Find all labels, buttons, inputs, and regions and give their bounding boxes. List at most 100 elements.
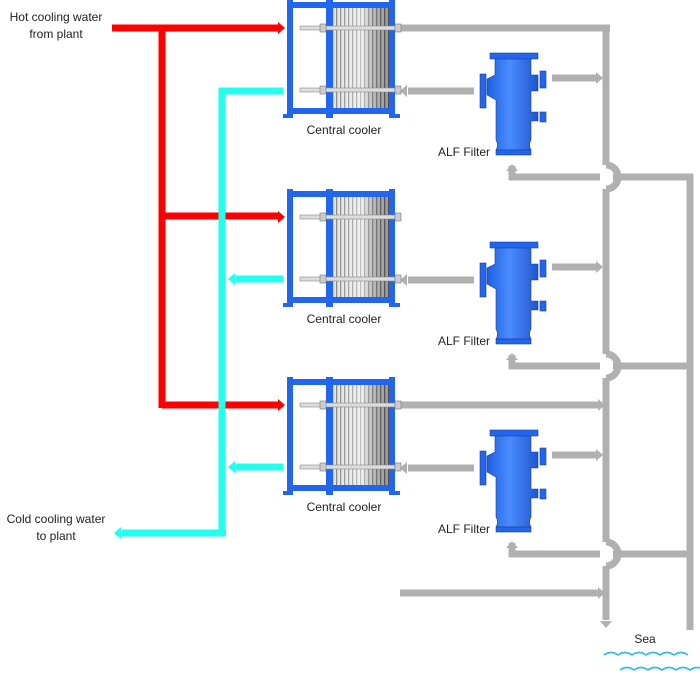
cooler-frame-left — [287, 189, 293, 307]
cooler-frame-right — [389, 189, 395, 307]
filter-outlet-pipe — [552, 74, 596, 82]
filter-body — [486, 246, 539, 340]
rod-nut — [319, 212, 327, 222]
sea-water-discharge-pipe — [602, 25, 610, 165]
hot-water-arrow — [278, 399, 285, 411]
cold-water-pipe — [219, 87, 283, 95]
plate-shading — [333, 385, 391, 489]
filter-inlet-flange — [539, 70, 547, 89]
sea-water-arrow — [400, 274, 407, 286]
cooler-frame-right — [389, 0, 395, 118]
cooler-bottom-bar — [293, 108, 395, 114]
filter-inlet-pipe — [508, 543, 516, 557]
rod-nut — [319, 462, 327, 472]
filter-body — [486, 434, 539, 528]
sea-water-supply-branch — [613, 362, 693, 370]
filter-bottom-flange — [495, 526, 532, 533]
filter-inlet-pipe — [508, 355, 516, 369]
cold-water-arrow — [228, 461, 235, 473]
filter-top-flange — [489, 241, 539, 249]
sea-water-supply-branch — [509, 362, 600, 370]
filter-bottom-flange — [495, 338, 532, 345]
cooler-tie-rod — [299, 276, 396, 282]
cooler-tie-rod — [299, 214, 396, 220]
cold-water-return-pipe — [236, 275, 283, 283]
plate-shading — [333, 197, 391, 301]
sea-water-arrow — [596, 72, 603, 84]
sea-water-discharge-pipe — [602, 566, 610, 620]
central-cooler — [283, 0, 402, 118]
cold-water-label-line2: to plant — [36, 529, 76, 543]
cooler-label: Central cooler — [307, 123, 382, 137]
cooler-label: Central cooler — [307, 500, 382, 514]
cooler-bottom-bar — [293, 297, 395, 303]
cooler-pressure-plate — [326, 0, 333, 118]
sea-water-supply-branch — [613, 173, 693, 181]
filter-label: ALF Filter — [438, 522, 490, 536]
cooler-frame-left — [287, 377, 293, 495]
sea-water-supply-branch — [613, 550, 693, 558]
filter-drain-flange — [539, 111, 547, 123]
sea-water-arrow — [598, 399, 605, 411]
filter-drain-flange — [539, 300, 547, 312]
hot-water-arrow — [278, 211, 285, 223]
filter-to-cooler-pipe — [408, 464, 474, 472]
sea-water-arrow — [598, 587, 605, 599]
rod-nut — [319, 400, 327, 410]
cooler-top-bar — [293, 379, 395, 385]
cooler-tie-rod — [299, 464, 396, 470]
sea-water-outlet-pipe — [400, 24, 610, 32]
sea-water-supply-pipe — [686, 174, 694, 630]
sea-water-arrow — [596, 261, 603, 273]
cold-water-label-line1: Cold cooling water — [7, 512, 106, 526]
cooler-port — [394, 400, 402, 410]
hot-water-label-line1: Hot cooling water — [10, 10, 103, 24]
filter-outlet-pipe — [552, 263, 596, 271]
sea-water-arrow — [400, 462, 407, 474]
sea-label: Sea — [634, 632, 656, 646]
sea-wave-icon — [603, 651, 689, 656]
rod-nut — [319, 274, 327, 284]
cold-water-header-pipe — [218, 88, 226, 536]
cooler-port — [394, 462, 402, 472]
filter-outlet-flange — [479, 73, 487, 109]
hot-water-label-line2: from plant — [29, 27, 83, 41]
sea-water-supply-branch — [509, 173, 600, 181]
sea-water-supply-branch — [509, 550, 600, 558]
filter-label: ALF Filter — [438, 334, 490, 348]
cooler-port — [394, 212, 402, 222]
cooler-label: Central cooler — [307, 312, 382, 326]
filter-body — [486, 57, 539, 151]
cooler-top-bar — [293, 2, 395, 8]
cooler-pressure-plate — [326, 189, 333, 307]
cold-water-outlet-arrow — [114, 527, 121, 539]
filter-inlet-pipe — [508, 166, 516, 180]
filter-top-flange — [489, 52, 539, 60]
filter-label: ALF Filter — [438, 145, 490, 159]
cooler-port — [394, 23, 402, 33]
cooler-bottom-bar — [293, 485, 395, 491]
cooler-sea-outlet-pipe — [400, 589, 598, 597]
rod-nut — [319, 85, 327, 95]
sea-discharge-arrow — [600, 621, 612, 628]
cooler-frame-right — [389, 377, 395, 495]
sea-wave-icon — [619, 666, 700, 671]
cooler-tie-rod — [299, 87, 396, 93]
plate-shading — [333, 8, 391, 112]
cold-water-outlet-pipe — [122, 529, 226, 537]
sea-water-discharge-pipe — [602, 378, 610, 542]
cooler-pressure-plate — [326, 377, 333, 495]
alf-filter — [479, 52, 547, 156]
hot-water-arrow — [278, 22, 285, 34]
sea-water-discharge-pipe — [602, 189, 610, 354]
filter-to-cooler-pipe — [408, 276, 474, 284]
cooler-top-bar — [293, 191, 395, 197]
filter-inlet-flange — [539, 447, 547, 466]
central-cooler — [283, 377, 402, 495]
cooler-frame-left — [287, 0, 293, 118]
filter-inlet-arrow — [506, 164, 518, 171]
hot-water-inlet-pipe — [112, 24, 278, 32]
filter-to-cooler-pipe — [408, 87, 474, 95]
